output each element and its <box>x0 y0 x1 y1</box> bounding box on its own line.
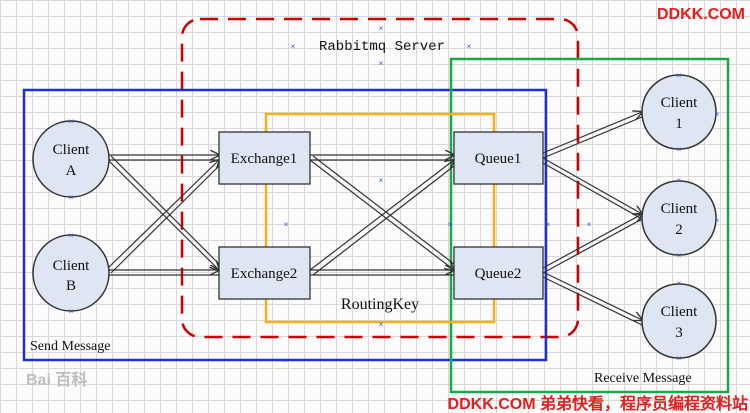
client-1-label: Client <box>661 95 698 111</box>
receive-region-label: Receive Message <box>594 371 692 386</box>
client-2-id: 2 <box>675 222 683 238</box>
watermark-top: DDKK.COM <box>657 6 745 23</box>
rabbitmq-server-region <box>180 17 580 339</box>
exchange1-label: Exchange1 <box>231 151 298 167</box>
client-1-id: 1 <box>675 116 683 132</box>
svg-text:×: × <box>467 42 472 51</box>
svg-text:×: × <box>677 251 682 260</box>
arrow-clientA-exchange2 <box>107 159 219 270</box>
client-a-label: Client <box>53 142 90 158</box>
queue1-node: Queue1 <box>453 131 544 185</box>
arrow-queue2-client3 <box>542 271 642 320</box>
exchange1-node: Exchange1 <box>218 131 311 185</box>
routing-key-region <box>264 112 496 324</box>
svg-text:×: × <box>291 42 296 51</box>
svg-text:×: × <box>379 59 384 68</box>
connection-arrows <box>107 112 642 326</box>
arrow-exchange2-queue1 <box>309 160 454 271</box>
svg-text:×: × <box>715 110 720 119</box>
send-message-region <box>22 88 548 362</box>
queue1-label: Queue1 <box>475 151 522 167</box>
client-a-id: A <box>66 163 77 179</box>
arrow-queue2-client2 <box>542 214 642 269</box>
queue2-node: Queue2 <box>453 246 544 300</box>
svg-text:×: × <box>69 193 74 202</box>
client-2-node: Client 2 <box>641 180 717 256</box>
watermark-bottom: DDKK.COM 弟弟快看，程序员编程资料站 <box>448 394 748 413</box>
svg-text:×: × <box>546 220 551 229</box>
exchange2-node: Exchange2 <box>218 246 311 300</box>
client-3-id: 3 <box>675 325 683 341</box>
svg-text:×: × <box>69 307 74 316</box>
server-region-label: Rabbitmq Server <box>319 39 445 55</box>
send-region-label: Send Message <box>30 339 111 354</box>
client-3-label: Client <box>661 304 698 320</box>
arrow-queue1-client2 <box>542 157 642 214</box>
baidu-watermark: Bai 百科 <box>26 370 87 389</box>
svg-text:×: × <box>677 279 682 288</box>
arrow-queue1-client1 <box>542 112 642 154</box>
svg-text:×: × <box>379 24 384 33</box>
x-markers: × × × × × × × × × × × × × × × × × × × × × × × × <box>69 24 720 365</box>
client-b-id: B <box>66 278 76 294</box>
svg-text:×: × <box>677 176 682 185</box>
client-2-label: Client <box>661 201 698 217</box>
svg-text:×: × <box>69 231 74 240</box>
client-3-node: Client 3 <box>641 283 717 359</box>
queue2-label: Queue2 <box>475 266 522 282</box>
svg-text:×: × <box>69 117 74 126</box>
svg-text:×: × <box>284 220 289 229</box>
svg-text:×: × <box>677 145 682 154</box>
client-1-node: Client 1 <box>641 74 717 150</box>
svg-text:×: × <box>587 220 592 229</box>
svg-text:×: × <box>379 176 384 185</box>
svg-text:×: × <box>677 354 682 363</box>
routing-key-label: RoutingKey <box>341 296 419 313</box>
arrow-clientB-exchange1 <box>107 160 219 269</box>
exchange2-label: Exchange2 <box>231 266 298 282</box>
svg-text:×: × <box>379 320 384 329</box>
client-b-node: Client B <box>32 234 110 312</box>
client-a-node: Client A <box>32 120 110 198</box>
receive-message-region <box>449 57 730 394</box>
svg-text:×: × <box>639 216 644 225</box>
svg-text:×: × <box>677 71 682 80</box>
svg-text:×: × <box>448 220 453 229</box>
svg-text:×: × <box>283 356 288 365</box>
svg-text:×: × <box>715 216 720 225</box>
client-b-label: Client <box>53 258 90 274</box>
